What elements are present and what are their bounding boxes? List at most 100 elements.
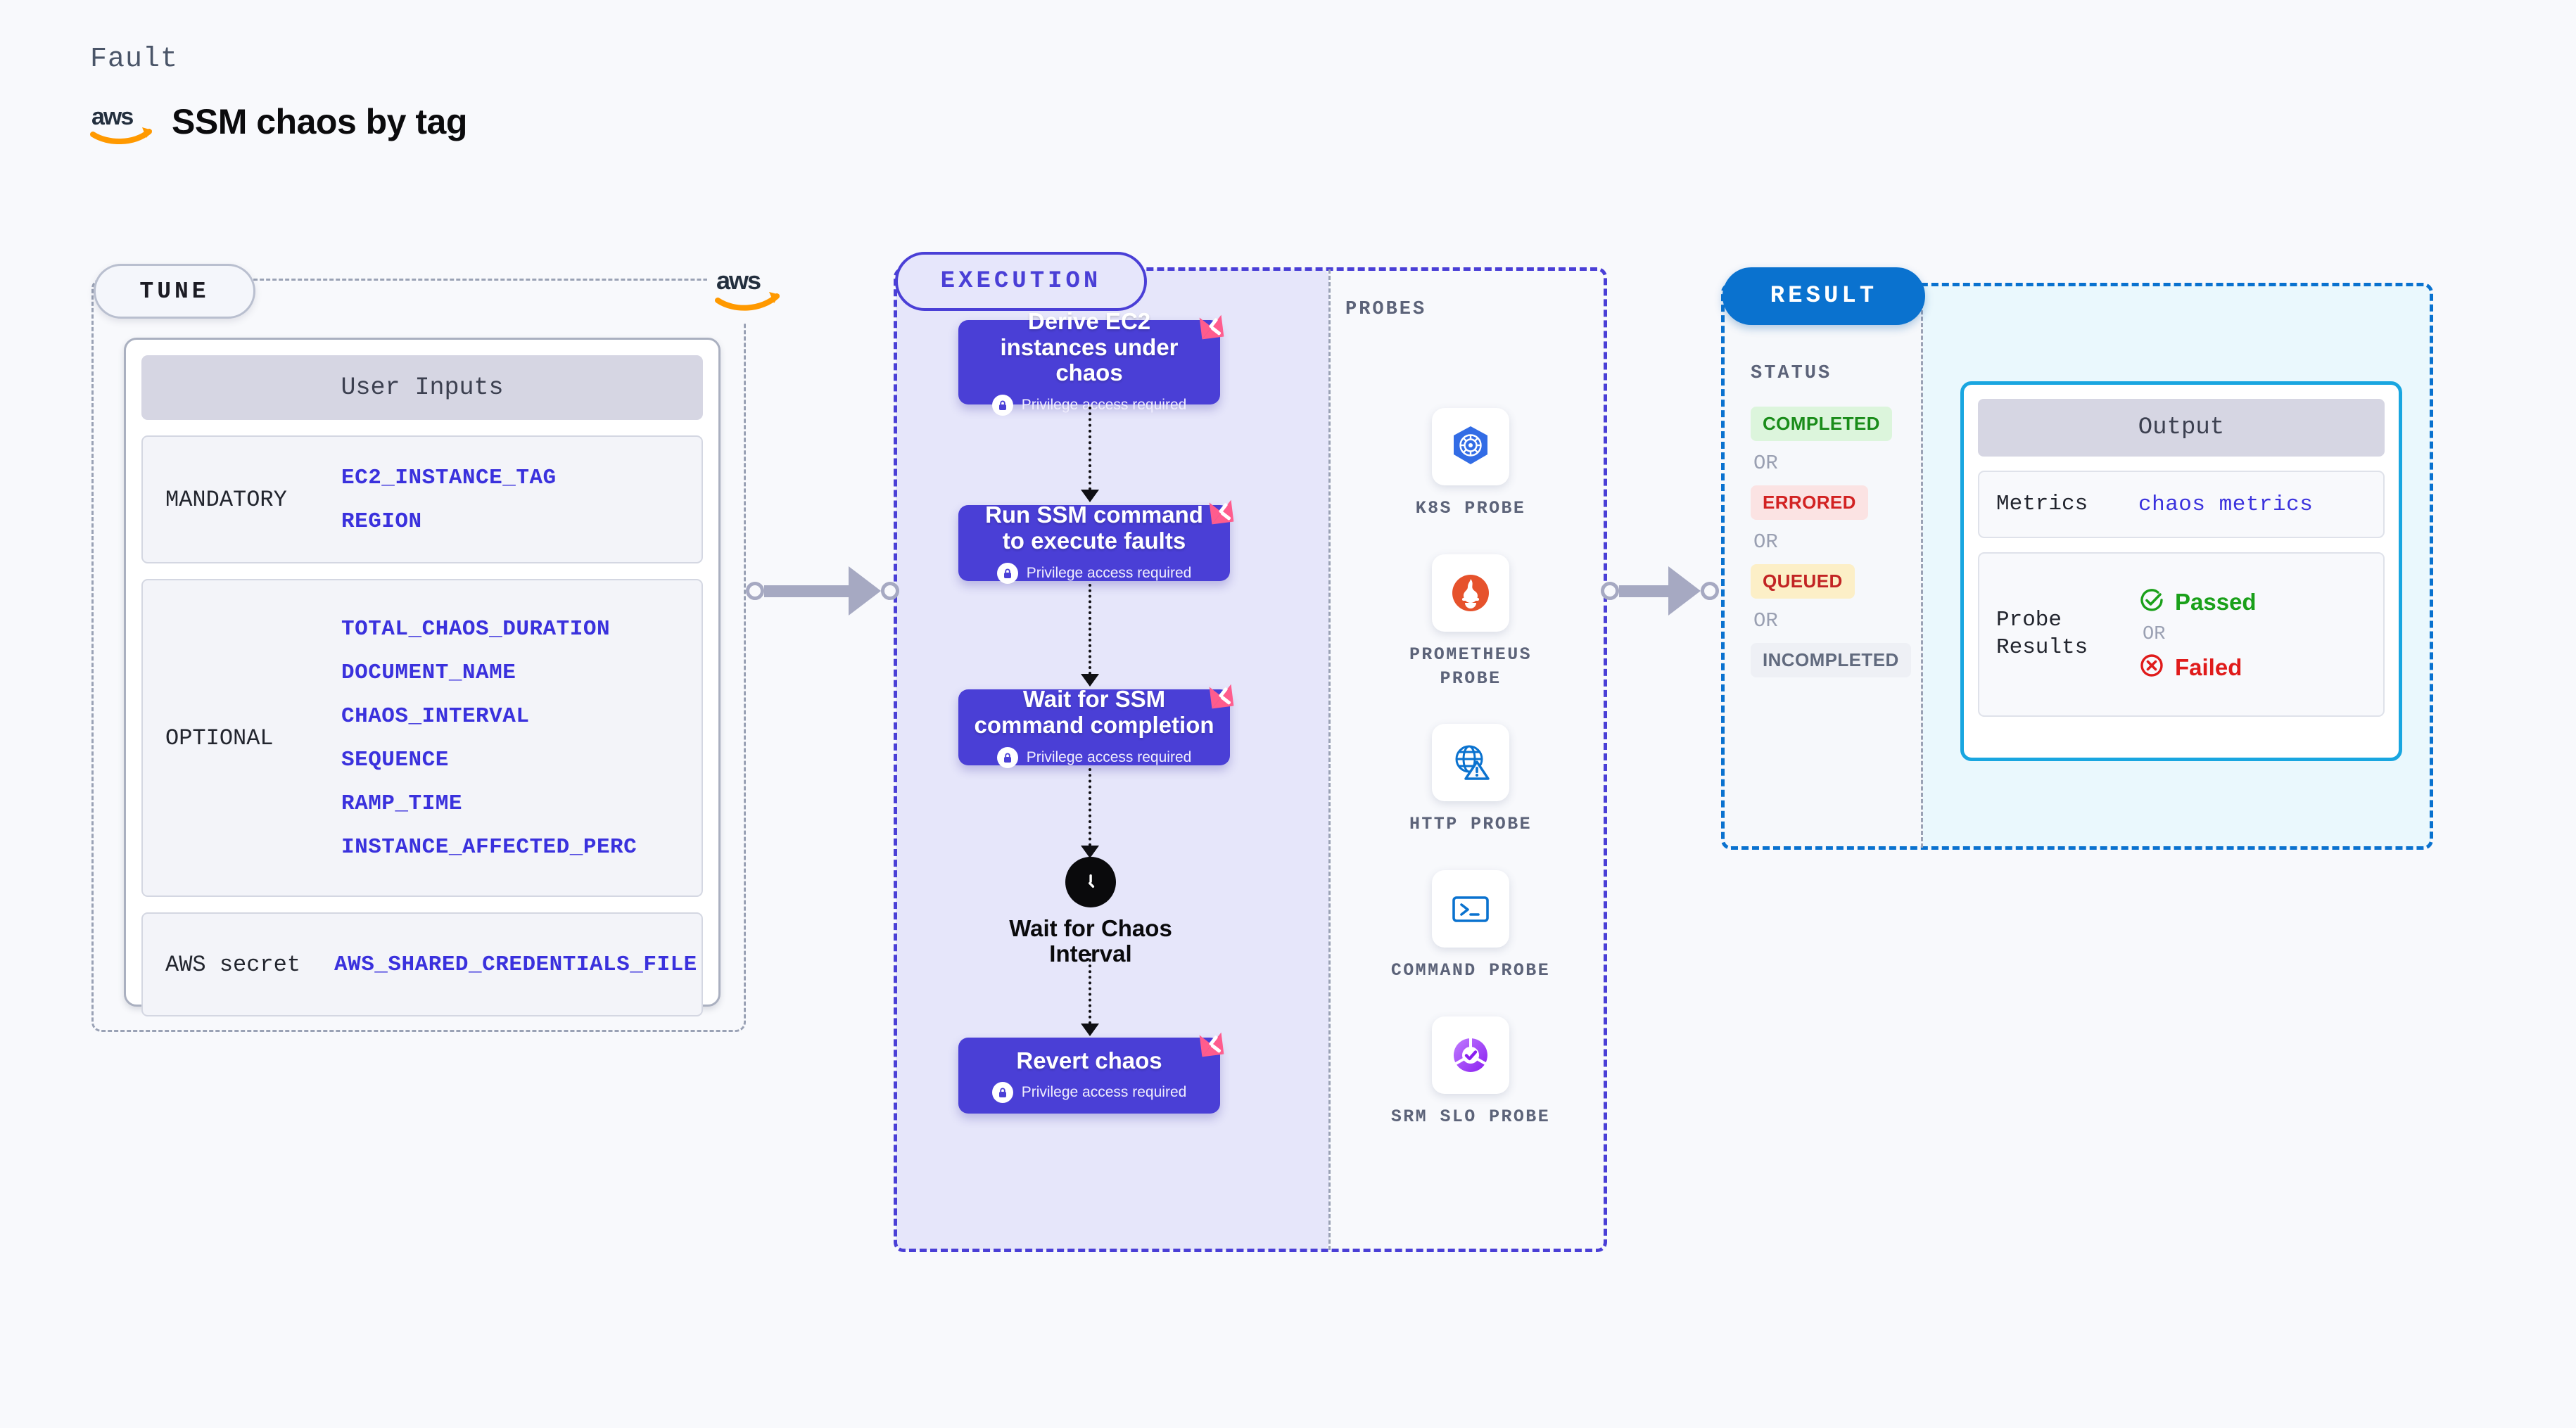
arrow-shaft	[1089, 584, 1091, 675]
aws-logo-icon-tune: aws	[707, 255, 790, 322]
output-probe-results-row: Probe Results Passed OR	[1978, 552, 2385, 717]
kubernetes-icon	[1432, 408, 1509, 485]
connector-start-dot	[746, 582, 764, 600]
privilege-note: Privilege access required	[996, 746, 1192, 768]
tune-panel-boundary	[91, 279, 746, 1032]
group-label-mandatory: MANDATORY	[165, 486, 287, 513]
node-title: Run SSM command to execute faults	[985, 502, 1203, 554]
result-divider	[1921, 285, 1923, 848]
tune-panel-pill: TUNE	[94, 264, 255, 319]
page-title: SSM chaos by tag	[172, 102, 467, 141]
probes-section-label: PROBES	[1345, 299, 1427, 320]
optional-inputs-group: OPTIONAL TOTAL_CHAOS_DURATION DOCUMENT_N…	[141, 579, 703, 897]
input-var[interactable]: DOCUMENT_NAME	[341, 660, 516, 685]
input-var[interactable]: CHAOS_INTERVAL	[341, 703, 530, 729]
probe-item-prometheus[interactable]: PROMETHEUS PROBE	[1379, 554, 1562, 691]
probes-divider	[1328, 269, 1331, 1250]
probe-item-srm-slo[interactable]: SRM SLO PROBE	[1379, 1016, 1562, 1129]
svg-text:aws: aws	[716, 266, 761, 295]
execution-node-wait-ssm-completion[interactable]: Wait for SSM command completion Privileg…	[958, 684, 1234, 768]
lock-icon	[996, 746, 1018, 768]
result-panel-pill: RESULT	[1722, 267, 1925, 325]
probes-list: K8S PROBE PROMETHEUS PROBE	[1337, 408, 1604, 1129]
arrow-shaft	[1089, 768, 1091, 846]
privilege-note: Privilege access required	[991, 395, 1187, 416]
group-label-aws-secret: AWS secret	[165, 951, 301, 978]
status-or-label: OR	[1753, 530, 1778, 554]
probe-results-label: Probe Results	[1996, 608, 2088, 660]
execution-panel-pill: EXECUTION	[895, 252, 1147, 311]
connector-end-dot	[1701, 582, 1719, 600]
probe-results-values: Passed OR Failed	[2138, 587, 2257, 682]
group-label-optional: OPTIONAL	[165, 725, 274, 751]
input-var[interactable]: REGION	[341, 509, 422, 534]
probe-item-k8s[interactable]: K8S PROBE	[1379, 408, 1562, 521]
input-var[interactable]: TOTAL_CHAOS_DURATION	[341, 616, 611, 642]
user-inputs-header: User Inputs	[141, 355, 703, 420]
result-panel-boundary	[1721, 283, 2433, 850]
arrow-head	[1081, 674, 1099, 687]
failed-label: Failed	[2175, 654, 2242, 680]
execution-node-derive-ec2[interactable]: Derive EC2 instances under chaos Privile…	[958, 308, 1224, 416]
arrow-head	[1081, 490, 1099, 502]
output-card: Output Metrics chaos metrics Probe Resul…	[1960, 381, 2402, 761]
prometheus-icon	[1432, 554, 1509, 632]
connector-end-dot	[881, 582, 899, 600]
status-or-label: OR	[1753, 609, 1778, 632]
status-list: COMPLETED OR ERRORED OR QUEUED OR INCOMP…	[1751, 407, 1912, 677]
harness-badge-icon	[1192, 307, 1231, 347]
execution-node-wait-chaos-interval[interactable]: Wait for Chaos Interval	[971, 857, 1210, 967]
execution-node-revert-chaos[interactable]: Revert chaos Privilege access required	[958, 1032, 1224, 1114]
lock-icon	[996, 562, 1018, 584]
output-card-header: Output	[1978, 399, 2385, 457]
connector-start-dot	[1601, 582, 1619, 600]
connector-execution-to-result	[1601, 566, 1719, 616]
status-badge-completed: COMPLETED	[1751, 407, 1892, 441]
check-circle-icon	[2138, 587, 2165, 617]
connector-tune-to-execution	[746, 566, 899, 616]
terminal-icon	[1432, 870, 1509, 948]
input-var[interactable]: AWS_SHARED_CREDENTIALS_FILE	[334, 952, 697, 977]
input-var[interactable]: SEQUENCE	[341, 747, 449, 772]
optional-var-list: TOTAL_CHAOS_DURATION DOCUMENT_NAME CHAOS…	[341, 617, 637, 860]
privilege-label: Privilege access required	[1026, 748, 1192, 765]
passed-label: Passed	[2175, 588, 2257, 615]
clock-icon	[1065, 857, 1116, 907]
aws-secret-var-list: AWS_SHARED_CREDENTIALS_FILE	[334, 952, 697, 977]
connector-shaft	[764, 585, 850, 597]
input-var[interactable]: EC2_INSTANCE_TAG	[341, 465, 557, 490]
harness-badge-icon	[1202, 492, 1241, 532]
output-metrics-row: Metrics chaos metrics	[1978, 471, 2385, 538]
arrow-head	[1081, 1024, 1099, 1036]
svg-text:aws: aws	[91, 103, 133, 130]
arrow-head	[1081, 846, 1099, 858]
privilege-label: Privilege access required	[1026, 564, 1192, 581]
execution-panel-boundary	[894, 267, 1607, 1252]
execution-node-run-ssm-command[interactable]: Run SSM command to execute faults Privil…	[958, 499, 1234, 584]
privilege-label: Privilege access required	[1021, 1084, 1187, 1101]
input-var[interactable]: INSTANCE_AFFECTED_PERC	[341, 834, 637, 860]
status-section-label: STATUS	[1751, 363, 1832, 384]
fault-kicker: Fault	[90, 44, 179, 75]
mandatory-inputs-group: MANDATORY EC2_INSTANCE_TAG REGION	[141, 435, 703, 563]
x-circle-icon	[2138, 652, 2165, 682]
metrics-value[interactable]: chaos metrics	[2138, 492, 2314, 517]
probe-result-or-label: OR	[2143, 624, 2166, 645]
probe-item-http[interactable]: HTTP PROBE	[1379, 724, 1562, 836]
input-var[interactable]: RAMP_TIME	[341, 791, 462, 816]
connector-shaft	[1619, 585, 1670, 597]
srm-slo-icon	[1432, 1016, 1509, 1094]
status-badge-errored: ERRORED	[1751, 485, 1868, 520]
title-row: aws SSM chaos by tag	[90, 101, 467, 144]
aws-logo-icon: aws	[90, 101, 155, 144]
mandatory-var-list: EC2_INSTANCE_TAG REGION	[341, 466, 557, 534]
privilege-label: Privilege access required	[1021, 397, 1187, 414]
node-title: Revert chaos	[1016, 1047, 1162, 1073]
harness-badge-icon	[1192, 1025, 1231, 1064]
connector-arrow-head	[849, 566, 881, 616]
probe-item-command[interactable]: COMMAND PROBE	[1379, 870, 1562, 983]
lock-icon	[991, 1082, 1013, 1104]
aws-secret-group: AWS secret AWS_SHARED_CREDENTIALS_FILE	[141, 912, 703, 1016]
privilege-note: Privilege access required	[996, 562, 1192, 584]
harness-badge-icon	[1202, 677, 1241, 716]
